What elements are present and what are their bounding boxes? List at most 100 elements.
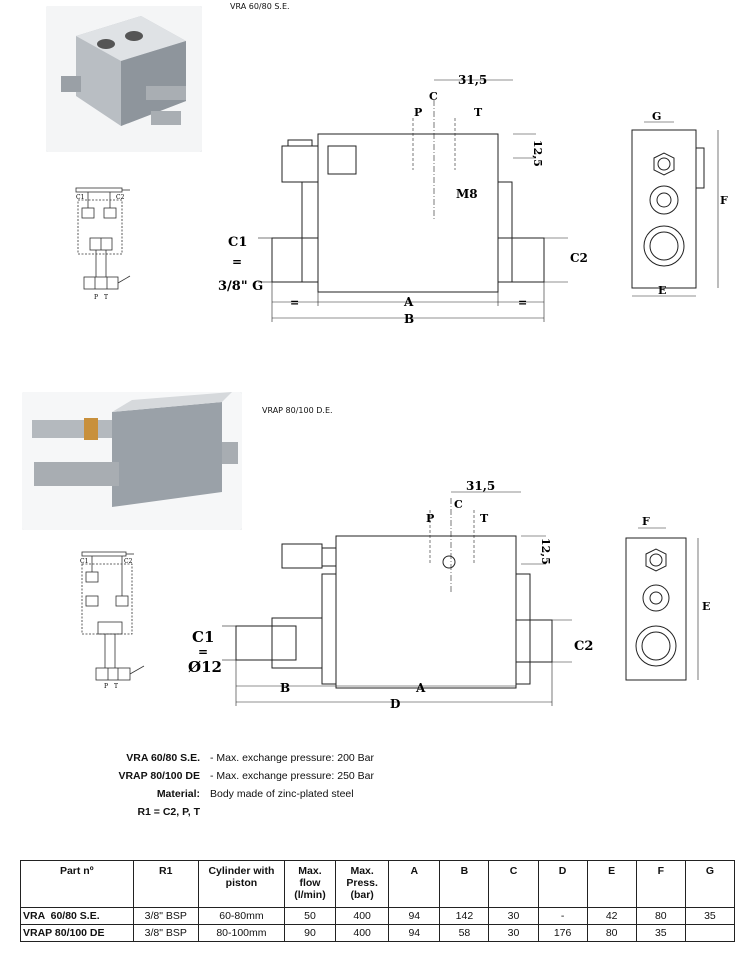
table-cell [684,924,736,942]
label-port: 3/8" G [218,279,263,294]
column-header: Max. Press. (bar) [335,860,390,908]
label-p: P [426,512,434,525]
spec-row: Material: Body made of zinc-plated steel [0,785,520,803]
column-header: R1 [132,860,199,908]
hydraulic-schematic-vrap: C1 C2 P T [80,551,145,688]
section-caption: VRAP 80/100 D.E. [262,406,333,415]
column-header: G [684,860,736,908]
product-photo-vra [46,6,202,152]
spec-row: R1 = C2, P, T [0,803,520,821]
side-view-drawing-vrap: F E [625,515,710,681]
dim-31-5: 31,5 [466,479,495,493]
label-c2: C2 [574,639,593,654]
spec-label: VRAP 80/100 DE [118,770,200,782]
section-caption: VRA 60/80 S.E. [230,2,290,11]
table-cell: 3/8" BSP [132,924,199,942]
table-cell: 80-100mm [197,924,285,942]
column-header: E [586,860,637,908]
valve-photo-illustration-2 [22,392,242,530]
label-c2: C2 [570,251,588,265]
label-b: B [280,681,290,695]
table-cell: 35 [635,924,686,942]
label-c: C [454,498,463,511]
spec-label: R1 = C2, P, T [137,806,200,818]
table-row: VRA 60/80 S.E. 3/8" BSP 60-80mm 50 400 9… [20,907,736,925]
parts-table: Part nº R1 Cylinder with piston Max. flo… [20,860,736,942]
table-cell: 400 [335,924,390,942]
table-cell: 60-80mm [197,907,285,925]
schematic-label-p: P [104,683,108,688]
specs-block: VRA 60/80 S.E. - Max. exchange pressure:… [0,749,520,821]
side-label-g: G [652,110,661,123]
label-c: C [429,90,438,103]
table-cell: 42 [586,907,637,925]
side-label-e: E [702,600,710,613]
front-view-drawing-vrap: 31,5 12,5 P C T C1 = Ø12 C2 B A D [188,479,593,711]
table-cell: 142 [439,907,490,925]
table-cell: 80 [586,924,637,942]
side-label-f: F [642,515,650,528]
table-cell: VRA 60/80 S.E. [20,907,134,925]
column-header: C [488,860,539,908]
product-photo-vrap [22,392,242,530]
label-m8: M8 [456,187,478,201]
spec-value: Body made of zinc-plated steel [210,788,354,800]
table-cell: 400 [335,907,390,925]
label-a: A [403,295,414,309]
spec-row: VRAP 80/100 DE - Max. exchange pressure:… [0,767,520,785]
label-eq: = [198,645,208,659]
table-cell: 80 [635,907,686,925]
label-eq-right: = [518,296,527,309]
spec-value: - Max. exchange pressure: 250 Bar [210,770,375,782]
label-p: P [414,106,422,119]
label-eq-left: = [290,296,299,309]
schematic-label-p: P [94,294,98,301]
table-cell: 94 [388,924,441,942]
side-label-e: E [658,284,666,297]
column-header: A [388,860,441,908]
spec-label: VRA 60/80 S.E. [126,752,200,764]
schematic-label-c1: C1 [80,558,88,565]
schematic-label-c1: C1 [76,194,84,201]
label-port: Ø12 [188,658,222,676]
table-cell: - [537,907,588,925]
column-header: F [635,860,686,908]
front-view-drawing-vra: 31,5 12,5 P C T M8 C1 = 3/8" G C2 = A = … [218,73,588,326]
table-cell: 90 [283,924,337,942]
table-row: VRAP 80/100 DE 3/8" BSP 80-100mm 90 400 … [20,924,736,942]
label-t: T [480,512,489,525]
valve-photo-illustration [46,6,202,152]
table-cell: VRAP 80/100 DE [20,924,134,942]
table-cell: 35 [684,907,736,925]
side-view-drawing-vra: G F E [631,110,728,297]
table-header-row: Part nº R1 Cylinder with piston Max. flo… [20,860,736,908]
label-t: T [474,106,483,119]
table-cell: 94 [388,907,441,925]
spec-row: VRA 60/80 S.E. - Max. exchange pressure:… [0,749,520,767]
table-cell: 50 [283,907,337,925]
column-header: B [439,860,490,908]
column-header: Cylinder with piston [197,860,285,908]
label-b: B [404,312,414,326]
spec-value: - Max. exchange pressure: 200 Bar [210,752,375,764]
column-header: D [537,860,588,908]
table-cell: 58 [439,924,490,942]
schematic-label-t: T [104,294,108,301]
column-header: Max. flow (l/min) [283,860,337,908]
label-c1: C1 [192,628,214,646]
hydraulic-schematic-vra: C1 C2 P T [75,187,131,301]
column-header: Part nº [20,860,134,908]
schematic-label-c2: C2 [124,558,133,565]
label-c1: C1 [228,235,247,250]
label-a: A [415,681,426,695]
table-cell: 176 [537,924,588,942]
table-cell: 30 [488,907,539,925]
label-eq: = [232,255,242,269]
schematic-label-t: T [114,683,118,688]
schematic-label-c2: C2 [116,194,125,201]
table-cell: 3/8" BSP [132,907,199,925]
dim-12-5: 12,5 [539,538,552,565]
dim-31-5: 31,5 [458,73,487,87]
dim-12-5: 12,5 [531,140,544,167]
spec-label: Material: [156,788,200,800]
